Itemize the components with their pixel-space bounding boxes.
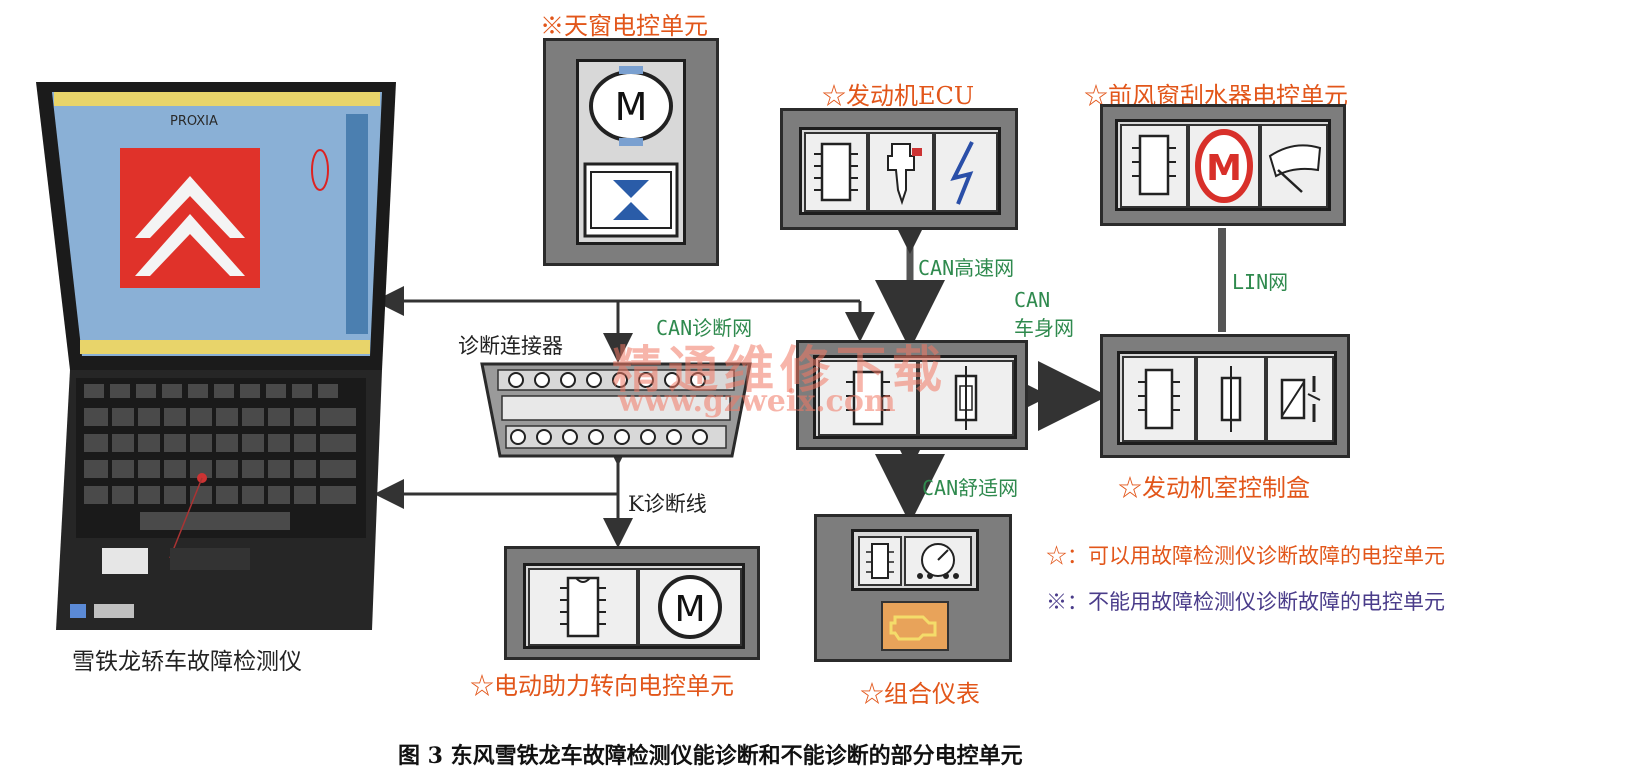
engine-ecu-panel <box>799 127 1001 215</box>
relay-icon <box>1266 356 1334 442</box>
diagnostic-laptop: PROXIA <box>30 78 402 630</box>
injector-icon <box>868 132 934 212</box>
laptop-screen-brand: PROXIA <box>170 114 218 129</box>
svg-text:M: M <box>615 85 648 129</box>
laptop-label: 雪铁龙轿车故障检测仪 <box>72 649 302 675</box>
cluster-label: ☆组合仪表 <box>860 680 980 708</box>
sunroof-ecu-panel: M <box>576 59 686 245</box>
fuse-icon <box>1196 356 1266 442</box>
motor-icon: M <box>583 66 679 146</box>
engine-bay-control-box <box>1100 334 1350 458</box>
sunroof-ecu-label: ※天窗电控单元 <box>540 12 708 40</box>
instrument-cluster <box>814 514 1012 662</box>
svg-text:M: M <box>1206 148 1242 189</box>
eps-ecu-panel: M <box>523 563 745 649</box>
wiper-blade-icon <box>1260 124 1328 208</box>
motor-icon: M <box>638 568 742 646</box>
engine-bay-box-label: ☆发动机室控制盒 <box>1118 474 1310 502</box>
eps-ecu: M <box>504 546 760 660</box>
chip-icon <box>804 132 868 212</box>
chip-icon <box>858 536 902 586</box>
sunroof-ecu: M <box>543 38 719 266</box>
laptop-body <box>36 82 396 630</box>
central-bsi-panel <box>813 355 1017 439</box>
can-body-label-1: CAN <box>1014 288 1051 312</box>
check-engine-icon <box>881 601 949 651</box>
eps-ecu-label: ☆电动助力转向电控单元 <box>470 672 734 700</box>
figure-caption: 图 3 东风雪铁龙车故障检测仪能诊断和不能诊断的部分电控单元 <box>398 743 1023 769</box>
can-high-label: CAN高速网 <box>918 256 1015 280</box>
watermark-title: 精通维修下载 <box>612 340 948 399</box>
watermark-url: www.gzweix.com <box>618 384 896 419</box>
chip-icon <box>528 568 638 646</box>
chip-icon <box>1120 124 1188 208</box>
can-diag-label: CAN诊断网 <box>656 316 753 340</box>
diag-connector-label: 诊断连接器 <box>458 334 563 358</box>
legend-not-diagnosable: ※：不能用故障检测仪诊断故障的电控单元 <box>1046 590 1445 614</box>
chip-icon <box>1122 356 1196 442</box>
chip-icon <box>818 360 918 436</box>
wiper-motor-icon: M <box>1188 124 1260 208</box>
engine-ecu-label: ☆发动机ECU <box>822 82 975 110</box>
engine-ecu <box>780 108 1018 230</box>
central-bsi-unit <box>796 340 1028 450</box>
ignition-icon <box>934 132 998 212</box>
can-comfort-label: CAN舒适网 <box>922 476 1019 500</box>
lin-label: LIN网 <box>1232 270 1289 294</box>
k-line-label: K诊断线 <box>628 492 707 516</box>
legend-diagnosable: ☆：可以用故障检测仪诊断故障的电控单元 <box>1046 544 1445 568</box>
gauge-icon <box>904 536 972 586</box>
svg-text:M: M <box>674 589 705 630</box>
wiper-ecu: M <box>1100 104 1346 226</box>
fuse-icon <box>918 360 1014 436</box>
cluster-panel <box>851 529 979 591</box>
diagnostic-connector <box>476 360 756 460</box>
sunroof-slide-icon <box>583 162 679 238</box>
wiper-ecu-panel: M <box>1115 119 1331 211</box>
engine-bay-panel <box>1117 351 1337 445</box>
can-body-label-2: 车身网 <box>1014 316 1074 340</box>
